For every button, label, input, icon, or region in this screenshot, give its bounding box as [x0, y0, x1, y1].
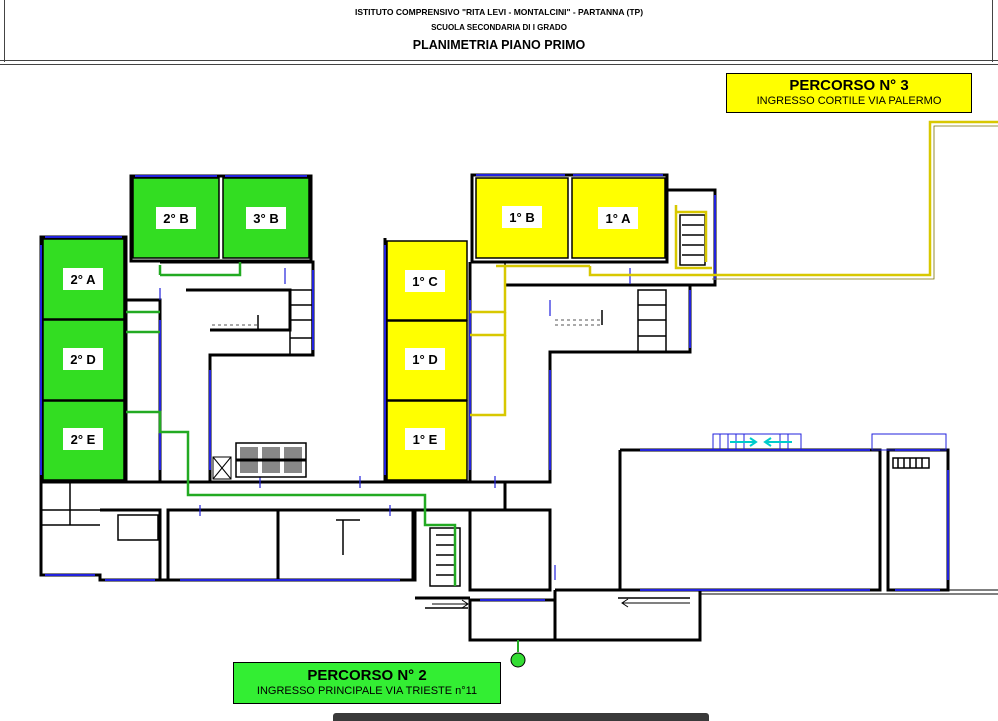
header-left-border [4, 0, 5, 62]
header-divider [0, 60, 998, 61]
classroom-1e: 1° E [386, 400, 468, 481]
classroom-2a: 2° A [42, 238, 125, 320]
bottom-toolbar-edge [333, 713, 709, 721]
entrance-arrows [432, 598, 690, 609]
classroom-2a-label: 2° A [71, 272, 97, 287]
yellow-path-shadow [712, 125, 998, 280]
header-right-border [992, 0, 993, 62]
page-title: PLANIMETRIA PIANO PRIMO [412, 38, 586, 52]
classroom-3b-label: 3° B [253, 211, 278, 226]
classroom-1a: 1° A [571, 177, 666, 259]
route-2-subtitle: INGRESSO PRINCIPALE VIA TRIESTE n°11 [256, 685, 478, 697]
window-marks [40, 174, 949, 601]
classroom-1d: 1° D [386, 320, 468, 401]
balcony-left [712, 433, 802, 451]
classroom-1b: 1° B [475, 177, 569, 259]
header-divider-2 [0, 64, 998, 65]
route-3-label: PERCORSO N° 3 INGRESSO CORTILE VIA PALER… [726, 73, 972, 113]
classroom-2e-label: 2° E [71, 432, 96, 447]
window-ticks [159, 268, 631, 580]
route-3-subtitle: INGRESSO CORTILE VIA PALERMO [756, 95, 942, 107]
route-3-title: PERCORSO N° 3 [789, 77, 909, 94]
terrain-lines [700, 589, 998, 595]
classroom-2d-label: 2° D [70, 352, 95, 367]
route-2-label: PERCORSO N° 2 INGRESSO PRINCIPALE VIA TR… [233, 662, 501, 704]
header-school-name: ISTITUTO COMPRENSIVO "RITA LEVI - MONTAL… [354, 7, 644, 17]
dashed-partitions [212, 319, 602, 326]
classroom-2b-label: 2° B [163, 211, 188, 226]
header-school-level: SCUOLA SECONDARIA DI I GRADO [431, 23, 567, 32]
stair-block [212, 442, 307, 480]
classroom-1b-label: 1° B [509, 210, 534, 225]
balcony-right [871, 433, 947, 451]
classroom-3b: 3° B [222, 177, 310, 259]
yellow-evacuation-path [470, 120, 998, 417]
balcony-arrows [730, 437, 792, 447]
classroom-2d: 2° D [42, 319, 125, 401]
classroom-2e: 2° E [42, 400, 125, 481]
left-wing-details [41, 289, 360, 555]
exit-marker [510, 640, 526, 668]
classroom-1e-label: 1° E [413, 432, 438, 447]
green-evacuation-path [126, 262, 457, 586]
classroom-2b: 2° B [132, 177, 220, 259]
classroom-1c: 1° C [386, 240, 468, 321]
classroom-1a-label: 1° A [606, 211, 632, 226]
classroom-1c-label: 1° C [412, 274, 438, 289]
classroom-1d-label: 1° D [412, 352, 437, 367]
route-2-title: PERCORSO N° 2 [307, 667, 427, 684]
